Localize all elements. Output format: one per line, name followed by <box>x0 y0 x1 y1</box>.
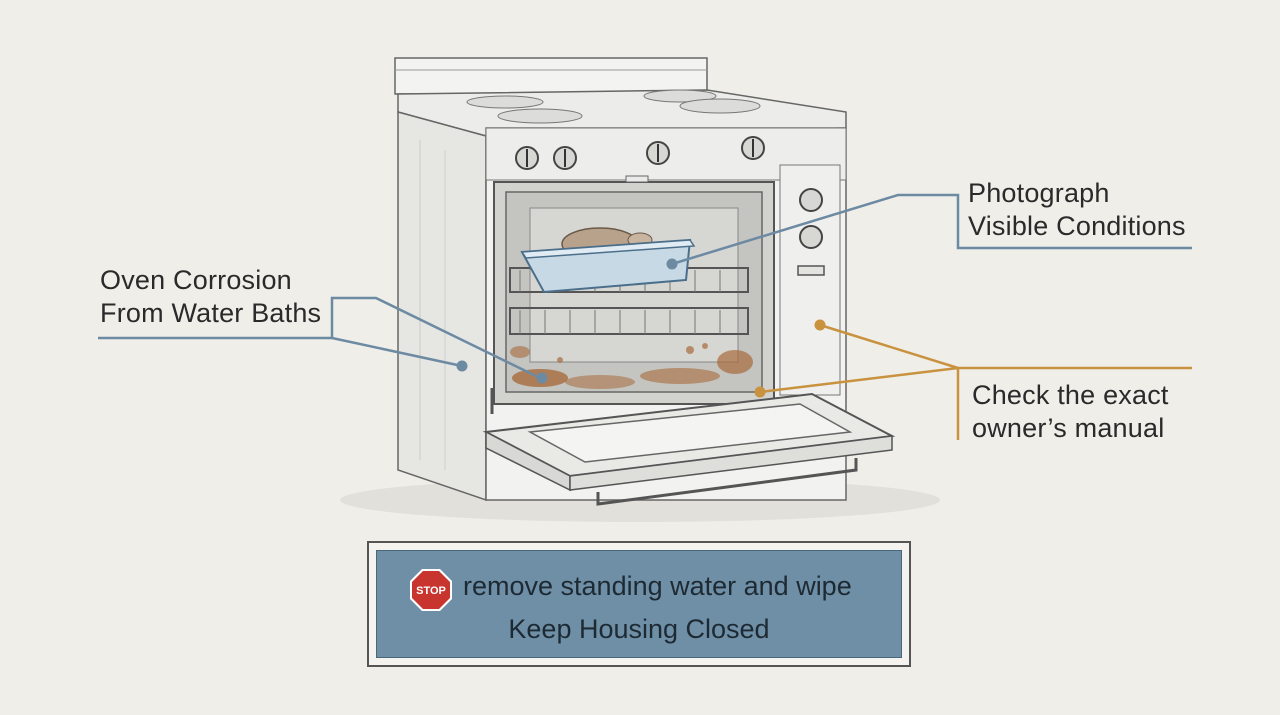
oven-door-window <box>527 403 853 463</box>
banner-line-1: remove standing water and wipe <box>463 571 852 601</box>
leader-corrosion <box>98 296 541 380</box>
marker-dot <box>666 258 678 270</box>
banner-line-2: Keep Housing Closed <box>508 614 770 644</box>
callout-photograph-line2: Visible Conditions <box>968 211 1186 241</box>
burner-right-front <box>679 98 761 114</box>
roasting-pan <box>520 227 696 294</box>
marker-dot <box>536 372 548 384</box>
callout-corrosion-line1: Oven Corrosion <box>100 265 292 295</box>
callout-photograph: Photograph Visible Conditions <box>968 177 1186 243</box>
marker-dot <box>456 360 468 372</box>
stop-sign-text: STOP <box>416 585 446 597</box>
oven-light <box>625 175 649 183</box>
stop-sign-icon: STOP <box>410 569 452 611</box>
callout-corrosion: Oven Corrosion From Water Baths <box>100 264 321 330</box>
oven-door-handle <box>596 458 858 506</box>
warning-banner: STOP remove standing water and wipe Keep… <box>367 541 911 667</box>
leader-manual <box>759 323 1192 440</box>
leader-photograph <box>671 193 1192 266</box>
marker-dot <box>814 319 826 331</box>
callout-manual-line2: owner’s manual <box>972 413 1165 443</box>
dial-icon <box>799 225 823 249</box>
callout-manual-line1: Check the exact <box>972 380 1169 410</box>
oven-backsplash <box>394 57 708 95</box>
burner-right-back <box>643 89 717 103</box>
warning-banner-panel: STOP remove standing water and wipe Keep… <box>376 550 902 658</box>
marker-dot <box>754 386 766 398</box>
indicator-slot <box>797 265 825 276</box>
dial-icon <box>799 188 823 212</box>
burner-left-front <box>497 108 583 124</box>
callout-manual: Check the exact owner’s manual <box>972 379 1169 445</box>
callout-photograph-line1: Photograph <box>968 178 1110 208</box>
corrosion-spots <box>510 343 753 389</box>
oven-side-panel <box>397 111 487 502</box>
burner-left-back <box>466 95 544 109</box>
callout-corrosion-line2: From Water Baths <box>100 298 322 328</box>
